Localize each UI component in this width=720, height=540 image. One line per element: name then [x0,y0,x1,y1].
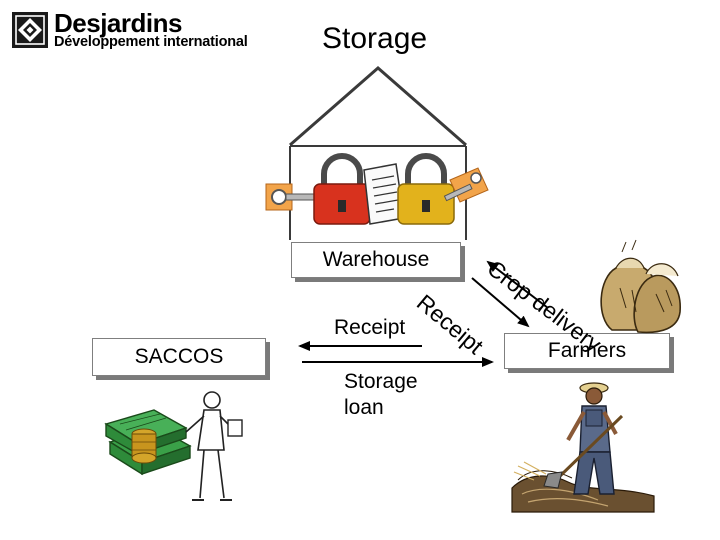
brand-subtitle: Développement international [54,34,248,50]
desjardins-logo [12,12,48,48]
receipt-diagonal-arrow [471,277,530,328]
storage-loan-label-line2: loan [344,396,384,419]
farmer-working-icon [511,382,655,513]
slide-title: Storage [322,22,428,55]
grain-sacks-icon [600,239,681,334]
warehouse-label: Warehouse [322,248,430,271]
warehouse-node: Warehouse [291,242,461,278]
money-and-person-icon [104,391,243,501]
desjardins-logo-icon [12,12,48,48]
locks-and-keys-icon [265,153,489,225]
farmers-label: Farmers [547,339,627,362]
storage-loan-label-line1: Storage [344,370,418,393]
receipt-label: Receipt [334,316,406,339]
saccos-label: SACCOS [134,345,224,368]
brand-name: Desjardins [54,8,182,38]
farmers-node: Farmers [504,333,670,369]
crop-delivery-arrow [486,260,549,309]
saccos-node: SACCOS [92,338,266,376]
